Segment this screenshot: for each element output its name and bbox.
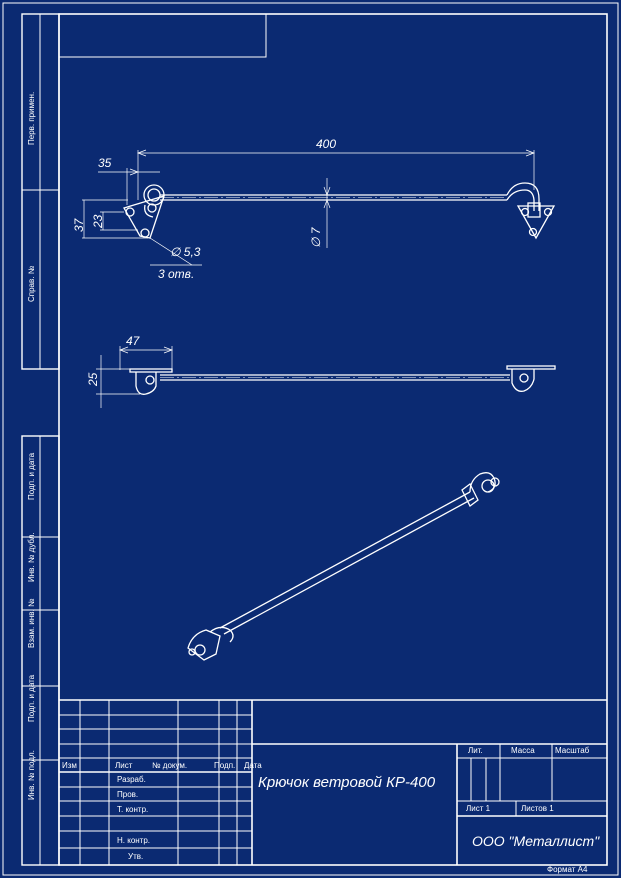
iso-view <box>187 472 500 661</box>
row-prov: Пров. <box>117 790 139 799</box>
drawing-title: Крючок ветровой КР-400 <box>258 774 436 791</box>
row-n-kontr: Н. контр. <box>117 836 151 845</box>
label-sprav-no: Справ. № <box>27 265 36 302</box>
row-utv: Утв. <box>128 852 144 861</box>
side-view <box>129 365 556 395</box>
lit-header: Лит. <box>468 746 483 755</box>
sheet-count: Листов 1 <box>521 804 554 813</box>
right-hook <box>506 182 540 211</box>
organization-name: ООО "Металлист" <box>472 833 600 849</box>
label-vzam-inv: Взам. инв. № <box>27 598 36 648</box>
col-data: Дата <box>244 761 262 770</box>
massa-header: Масса <box>511 746 535 755</box>
row-t-kontr: Т. контр. <box>117 805 149 814</box>
top-view <box>123 182 556 240</box>
top-left-box <box>59 14 267 58</box>
right-plate <box>516 205 556 240</box>
label-podp-data-1: Подп. и дата <box>27 452 36 500</box>
dim-holes-count: 3 отв. <box>158 267 195 281</box>
dim-side-25: 25 <box>86 372 100 386</box>
masshtab-header: Масштаб <box>555 746 590 755</box>
col-dokum: № докум. <box>152 761 188 770</box>
label-podp-data-2: Подп. и дата <box>27 674 36 722</box>
dim-height-23: 23 <box>91 214 105 228</box>
dim-side-47: 47 <box>126 334 140 348</box>
dim-height-37: 37 <box>72 218 86 232</box>
col-list: Лист <box>115 761 133 770</box>
label-inv-dubl: Инв. № дубл. <box>27 532 36 582</box>
dim-hole-diameter: ∅ 5,3 <box>170 245 201 259</box>
dim-offset: 35 <box>98 156 112 170</box>
sheet-number: Лист 1 <box>466 804 491 813</box>
col-izm: Изм <box>62 761 77 770</box>
title-block <box>59 699 607 865</box>
label-inv-podl: Инв. № подл. <box>27 750 36 800</box>
col-podp: Подп. <box>214 761 236 770</box>
label-perv-primen: Перв. примен. <box>27 91 36 145</box>
dim-length: 400 <box>316 137 337 151</box>
left-plate <box>123 195 166 239</box>
paper-format: Формат А4 <box>547 865 588 874</box>
row-razrab: Разраб. <box>117 775 146 784</box>
dim-rod-diameter: ∅ 7 <box>309 227 323 248</box>
